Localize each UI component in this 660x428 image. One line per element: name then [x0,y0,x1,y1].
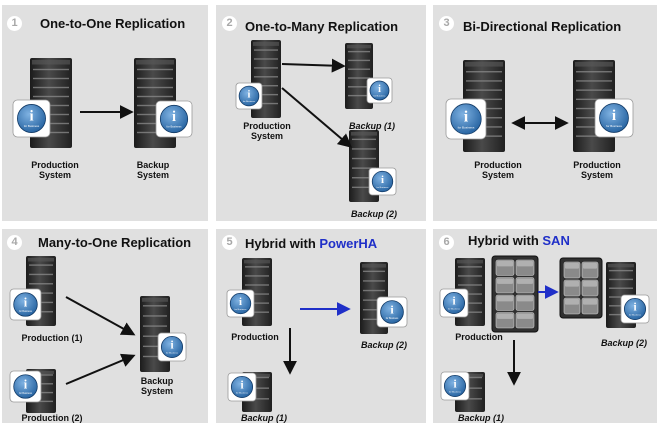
svg-text:i: i [24,377,28,391]
svg-text:i: i [464,108,469,125]
panel-title-highlight: SAN [542,233,570,248]
panel-title: Many-to-One Replication [38,235,192,250]
panel-number-badge: 4 [7,235,22,250]
svg-text:i: i [633,302,636,314]
backup-label: Backup (1) [240,413,287,423]
storage-array-icon [491,255,539,333]
svg-text:for Business: for Business [376,186,389,189]
backup-label: Backup (1) [457,413,504,423]
production-label: Production System [243,121,291,141]
svg-text:for Business: for Business [449,391,462,394]
panel-title: One-to-One Replication [40,16,186,31]
replication-arrow [65,296,136,336]
backup-label: Backup (2) [360,340,407,350]
production-label: Production System [474,160,522,180]
svg-text:i: i [612,107,616,124]
svg-text:i: i [248,89,251,100]
panel-title-prefix: Hybrid with [468,233,543,248]
replication-arrow [65,353,136,385]
svg-text:for Business: for Business [243,100,256,103]
backup-label: Backup System [140,376,174,396]
svg-text:for Business: for Business [19,311,33,313]
panel-number-badge: 5 [222,235,237,250]
replication-arrow [281,58,346,73]
svg-text:for Business: for Business [166,352,179,355]
panel-number-badge: 6 [439,235,454,250]
panel-number-badge: 2 [222,16,237,31]
svg-text:for Business: for Business [236,392,249,395]
svg-text:for Business: for Business [606,124,622,128]
backup-label: Backup (2) [600,338,647,348]
ibm-i-logo-icon: i for Business [9,370,42,403]
svg-text:for Business: for Business [19,393,33,395]
svg-text:for Business: for Business [386,318,399,320]
svg-text:i: i [390,303,394,317]
production-label: Production System [573,160,621,180]
svg-text:i: i [453,379,456,391]
svg-text:i: i [29,109,33,125]
svg-text:i: i [239,296,242,308]
backup-label: Backup (2) [350,209,397,219]
svg-text:for Business: for Business [167,124,183,128]
svg-text:for Business: for Business [373,94,386,97]
ibm-i-logo-icon: i for Business [9,288,42,321]
svg-text:i: i [452,296,455,308]
svg-text:i: i [381,174,384,186]
panel-title: Hybrid with SAN [468,233,570,248]
replication-arrow [281,87,353,148]
panel-title: Hybrid with PowerHA [245,236,377,251]
svg-text:i: i [172,109,176,125]
production-label: Production (2) [21,413,83,423]
svg-text:for Business: for Business [24,124,40,128]
svg-text:i: i [378,84,381,95]
panel-number-badge: 3 [439,16,454,31]
svg-text:for Business: for Business [448,308,461,311]
svg-text:i: i [240,380,243,392]
svg-text:for Business: for Business [234,308,247,311]
panel-title: Bi-Directional Replication [463,19,622,34]
production-label: Production [455,332,503,342]
svg-text:for Business: for Business [458,125,475,129]
panel-title-prefix: Hybrid with [245,236,320,251]
panel-title: One-to-Many Replication [245,19,399,34]
production-label: Production System [31,160,79,180]
production-label: Production (1) [21,333,83,343]
svg-text:i: i [170,340,173,352]
backup-label: Backup System [136,160,170,180]
svg-text:for Business: for Business [629,314,642,317]
production-label: Production [231,332,279,342]
server-tower-icon [345,43,373,109]
storage-array-icon [559,257,603,319]
backup-label: Backup (1) [348,121,395,131]
panel-title-highlight: PowerHA [319,236,378,251]
panel-number-badge: 1 [7,16,22,31]
svg-text:i: i [24,295,28,309]
